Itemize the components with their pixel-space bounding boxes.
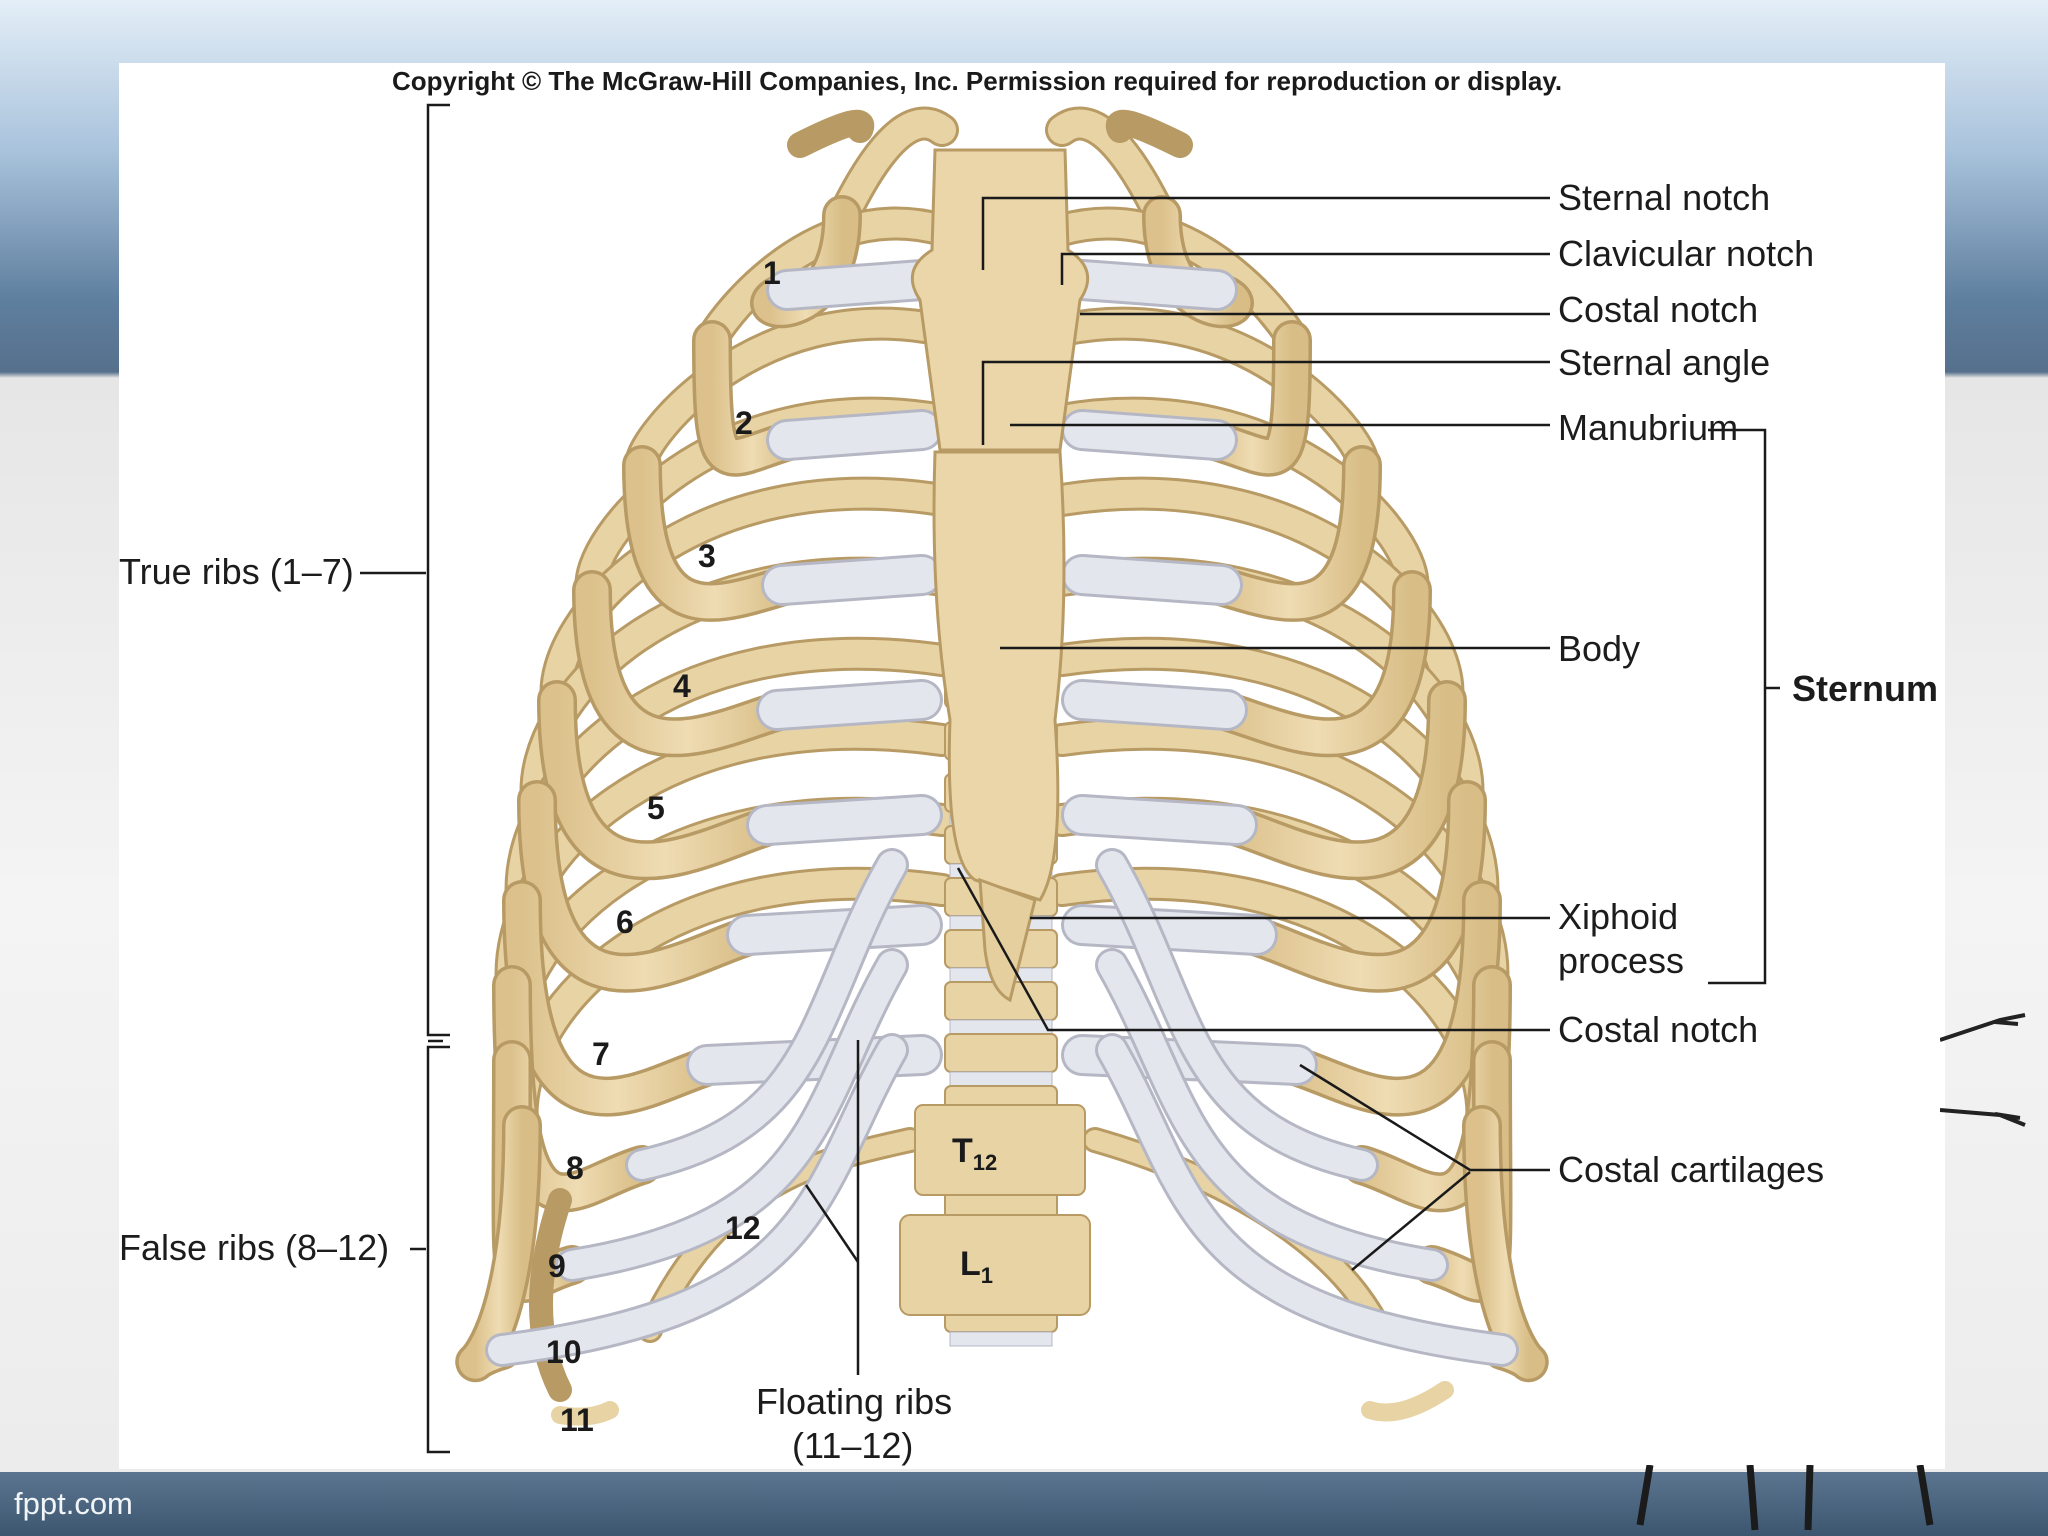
rib-number-9: 9	[548, 1248, 566, 1284]
copyright-notice: Copyright © The McGraw-Hill Companies, I…	[392, 66, 1563, 96]
leader-line-14	[804, 1184, 860, 1263]
rib-number-3: 3	[698, 538, 716, 574]
intervertebral-disc	[949, 1331, 1053, 1347]
label-manubrium: Manubrium	[1558, 407, 1739, 448]
rib-number-10: 10	[546, 1334, 582, 1370]
label-true-ribs: True ribs (1–7)	[119, 551, 354, 592]
rib-number-1: 1	[763, 255, 781, 291]
clavicle-right-stub	[1105, 109, 1193, 158]
rib-number-4: 4	[673, 668, 691, 704]
label-floating-ribs-line1: Floating ribs	[756, 1381, 953, 1422]
costal-cartilage-1	[769, 262, 940, 308]
label-sternal-notch: Sternal notch	[1558, 177, 1771, 218]
vertebra-l1	[899, 1214, 1091, 1316]
vertebra-l1-sub: 1	[980, 1262, 994, 1288]
label-false-ribs: False ribs (8–12)	[119, 1227, 390, 1268]
rib-number-7: 7	[592, 1036, 610, 1072]
rib-number-12: 12	[725, 1210, 761, 1246]
rib-number-5: 5	[647, 790, 665, 826]
footer-brand-text: fppt.com	[14, 1486, 133, 1521]
rib-front-6	[1235, 783, 1484, 990]
leader-line-8	[956, 867, 1550, 1032]
costal-cartilage-6	[1064, 907, 1275, 953]
vertebra-t12-sub: 12	[972, 1149, 998, 1175]
intervertebral-disc	[949, 1019, 1053, 1035]
sternum-body-shape	[932, 450, 1066, 902]
costal-cartilage-6	[729, 907, 940, 953]
manubrium-shape	[910, 148, 1090, 452]
costal-cartilage-2	[769, 412, 940, 458]
label-xiphoid-line1: Xiphoid	[1558, 896, 1679, 937]
rib-front-3	[1200, 448, 1379, 619]
leader-line-15	[1708, 428, 1767, 985]
costal-cartilage-4	[759, 682, 940, 728]
vertebra-t12	[914, 1104, 1086, 1196]
clavicle-left-stub	[787, 109, 875, 158]
costal-cartilage-4	[1064, 682, 1245, 728]
label-floating-ribs-line2: (11–12)	[792, 1425, 914, 1466]
vertebra-label-t12: T12	[952, 1132, 997, 1176]
leader-line-17	[426, 103, 450, 1037]
rib-11-left	[529, 1188, 572, 1402]
costal-cartilage-9	[1098, 951, 1446, 1279]
vertebra-label-l1: L1	[960, 1245, 993, 1289]
label-sternum: Sternum	[1792, 668, 1939, 709]
label-clavicular-notch: Clavicular notch	[1558, 233, 1815, 274]
costal-cartilage-8	[628, 851, 906, 1179]
costal-cartilage-2	[1064, 412, 1235, 458]
xiphoid-process-shape	[978, 877, 1037, 1003]
label-sternal-angle: Sternal angle	[1558, 342, 1771, 383]
bird-silhouette-icon	[1940, 1013, 2026, 1127]
costal-cartilage-9	[558, 951, 906, 1279]
rib-number-6: 6	[616, 904, 634, 940]
costal-cartilage-8	[1098, 851, 1376, 1179]
label-costal-notch-top: Costal notch	[1558, 289, 1759, 330]
vertebra-l1-letter: L	[960, 1245, 981, 1283]
leader-line-9	[1299, 1063, 1550, 1172]
costal-cartilage-3	[1064, 557, 1240, 603]
slide-footer-bar	[0, 1472, 2048, 1536]
costal-cartilage-5	[749, 797, 940, 843]
rib-front-5	[1215, 683, 1464, 877]
label-costal-notch-bottom: Costal notch	[1558, 1009, 1759, 1050]
rib-11-right-tip	[1361, 1381, 1454, 1422]
rib-number-8: 8	[566, 1150, 584, 1186]
costal-cartilage-10	[488, 1036, 906, 1364]
costal-cartilage-1	[1064, 262, 1235, 308]
rib-front-4	[575, 573, 799, 754]
rib-11-tip	[551, 1401, 619, 1426]
rib-front-5	[540, 683, 789, 877]
leader-line-4	[981, 360, 1550, 445]
vertebra-t12-letter: T	[952, 1132, 973, 1170]
costal-cartilage-10	[1098, 1036, 1516, 1364]
intervertebral-disc	[949, 1071, 1053, 1087]
rib-front-3	[625, 448, 804, 619]
rib-front-4	[1205, 573, 1429, 754]
label-costal-cartilages: Costal cartilages	[1558, 1149, 1825, 1190]
label-xiphoid-line2: process	[1558, 940, 1685, 981]
leader-line-10	[1351, 1171, 1471, 1271]
label-body: Body	[1558, 628, 1641, 669]
leader-line-2	[1060, 252, 1550, 285]
leader-line-18	[426, 1045, 450, 1454]
rib-number-11: 11	[560, 1402, 594, 1438]
rib-front-6	[520, 783, 769, 990]
vertebra	[944, 1033, 1058, 1073]
costal-cartilage-3	[764, 557, 940, 603]
leader-line-1	[981, 196, 1550, 270]
rib-number-2: 2	[735, 405, 753, 441]
costal-cartilage-5	[1064, 797, 1255, 843]
bird-legs-icon	[1636, 1465, 1934, 1531]
